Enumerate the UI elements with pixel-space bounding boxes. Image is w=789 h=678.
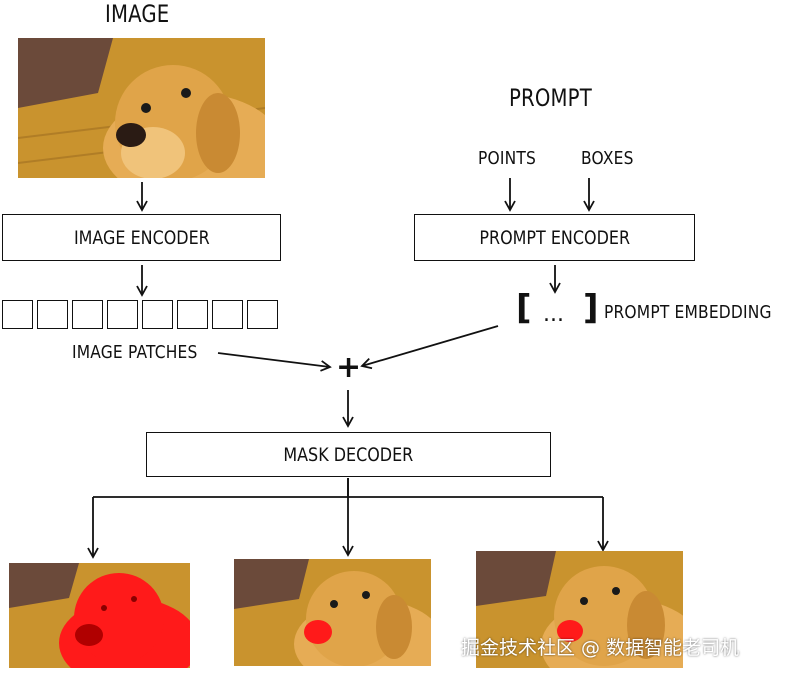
output-mask-nose [234,559,431,666]
arrow-patches-to-plus [218,353,330,367]
arrow-embedding-to-plus [362,326,498,366]
output-mask-whole-dog [9,563,190,668]
watermark-text: 掘金技术社区 @ 数据智能老司机 [461,633,739,660]
